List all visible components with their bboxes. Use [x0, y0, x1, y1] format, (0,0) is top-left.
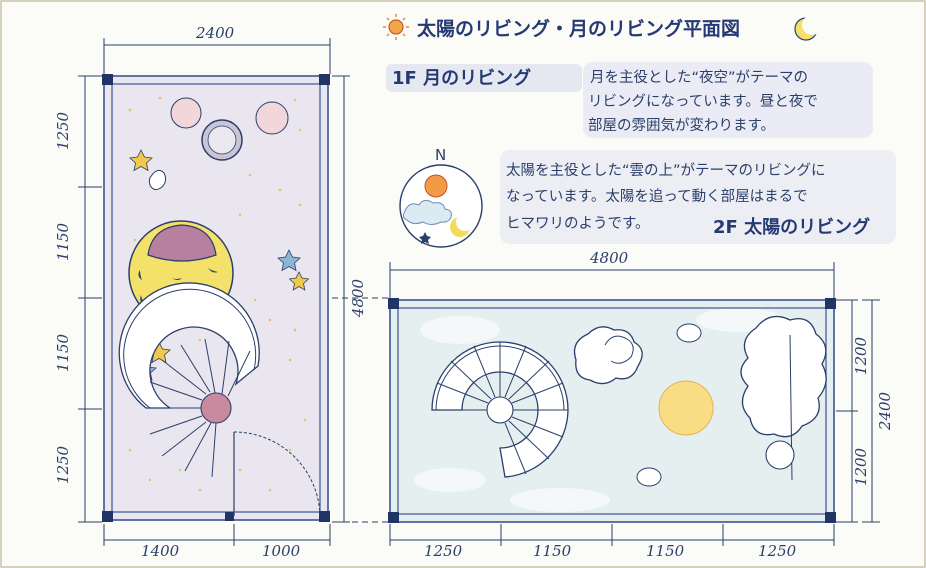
page-title: 太陽のリビング・月のリビング平面図	[417, 17, 740, 40]
floor2-label: 2F 太陽のリビング	[713, 216, 870, 238]
floor2-cloud-bed	[740, 315, 827, 438]
floor1-label: 1F 月のリビング	[392, 67, 531, 89]
floor1-spiral-staircase	[118, 282, 260, 478]
floor1-star	[288, 271, 310, 291]
compass-icon	[399, 164, 483, 248]
floor1-dimension-lines	[78, 38, 350, 546]
floor1-stool-left	[170, 97, 202, 129]
floor2-description-line-3: ヒマワリのようです。	[506, 215, 650, 232]
floor2-plan	[388, 298, 836, 523]
floor1-description-line-3: 部屋の雰囲気が変わります。	[588, 117, 775, 134]
floor2-dim-top: 4800	[589, 249, 629, 267]
floor1-rabbit-figure	[148, 169, 167, 191]
floor2-sun-table	[658, 380, 714, 436]
floor2-sheep-figure	[676, 323, 702, 343]
floor1-dim-left: 1250	[54, 111, 72, 150]
floor-connector-lines	[332, 297, 388, 523]
floor2-spiral-staircase	[431, 341, 569, 478]
floor2-dim-right-inner: 1200	[852, 336, 870, 375]
floor2-dim-right-inner: 1200	[852, 447, 870, 486]
floor1-star	[277, 249, 301, 272]
floor2-dimension-lines	[389, 262, 880, 546]
floor2-sheep-figure	[636, 467, 662, 487]
floor2-cloud-sofa	[573, 326, 643, 385]
compass-north-label: N	[435, 146, 446, 164]
floor2-dim-bottom: 1250	[758, 542, 797, 560]
floor1-stool-right	[255, 101, 289, 135]
floor2-dim-bottom: 1150	[533, 542, 572, 560]
floor1-dim-top: 2400	[195, 24, 235, 42]
floor1-plan	[102, 74, 330, 522]
floor2-dim-bottom: 1150	[646, 542, 685, 560]
title-moon-icon	[794, 15, 822, 41]
title-sun-icon	[383, 14, 409, 40]
floor1-description-highlight	[583, 62, 873, 138]
floor1-dim-left: 1150	[54, 333, 72, 372]
floor1-description-line-2: リビングになっています。昼と夜で	[588, 93, 818, 110]
floor2-description-highlight	[500, 150, 896, 244]
floor1-dim-left: 1150	[54, 222, 72, 261]
floor2-description-line-2: なっています。太陽を追って動く部屋はまるで	[506, 188, 808, 205]
floor1-dim-bottom: 1000	[262, 542, 301, 560]
floor2-dim-right-outer: 2400	[876, 391, 894, 431]
floor2-description-line-1: 太陽を主役とした“雲の上”がテーマのリビングに	[506, 162, 826, 179]
floor2-dim-bottom: 1250	[424, 542, 463, 560]
floor1-label-highlight	[386, 64, 582, 92]
floor1-dim-bottom: 1400	[141, 542, 180, 560]
floor1-dim-left: 1250	[54, 445, 72, 484]
floor1-door[interactable]	[233, 431, 321, 517]
floor1-star	[129, 149, 153, 172]
floor1-description-line-1: 月を主役とした“夜空”がテーマの	[590, 69, 808, 86]
